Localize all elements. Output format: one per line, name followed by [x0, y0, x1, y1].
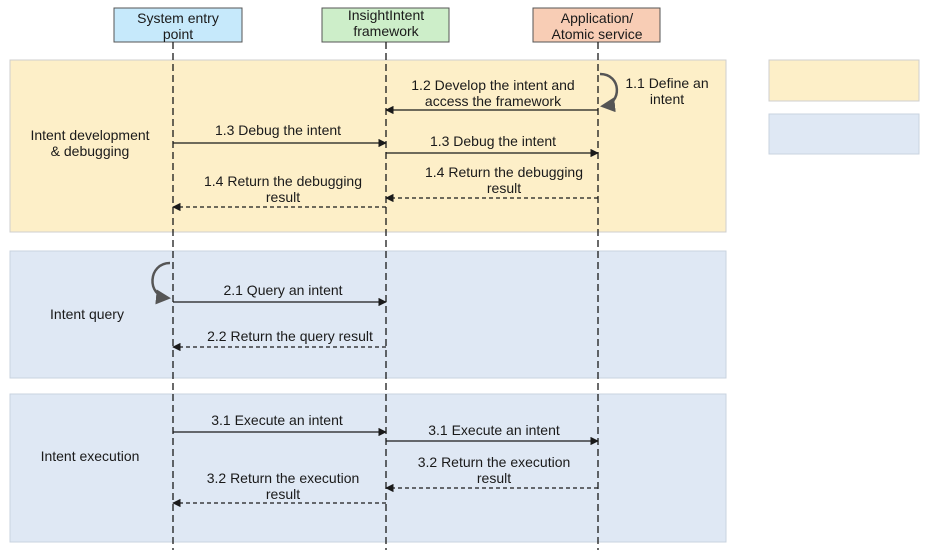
- message-1-3-label-left: 1.3 Debug the intent: [215, 122, 341, 138]
- participant-system-entry-box: [113, 7, 243, 43]
- participant-application-label: Application/Atomic service: [551, 10, 642, 42]
- phase-query-region: [9, 250, 727, 379]
- legend-developer-box: [768, 59, 920, 102]
- phase-query-label: Intent query: [50, 306, 124, 322]
- message-1-3-label-right: 1.3 Debug the intent: [430, 133, 556, 149]
- phase-development-region: [9, 59, 727, 233]
- self-arrow-query-intent: [151, 261, 171, 305]
- participant-application-box: [532, 7, 661, 43]
- participant-framework-box: [321, 7, 450, 43]
- phase-development-label: Intent development& debugging: [30, 127, 149, 159]
- message-3-1-label-right: 3.1 Execute an intent: [428, 422, 560, 438]
- message-2-2-label: 2.2 Return the query result: [207, 328, 373, 344]
- self-arrow-define-intent: [599, 72, 619, 113]
- phase-execution-region: [9, 393, 727, 543]
- legend-system-box: [768, 113, 920, 155]
- message-2-1-label: 2.1 Query an intent: [223, 282, 342, 298]
- message-3-1-label-left: 3.1 Execute an intent: [211, 412, 343, 428]
- phase-execution-label: Intent execution: [41, 448, 140, 464]
